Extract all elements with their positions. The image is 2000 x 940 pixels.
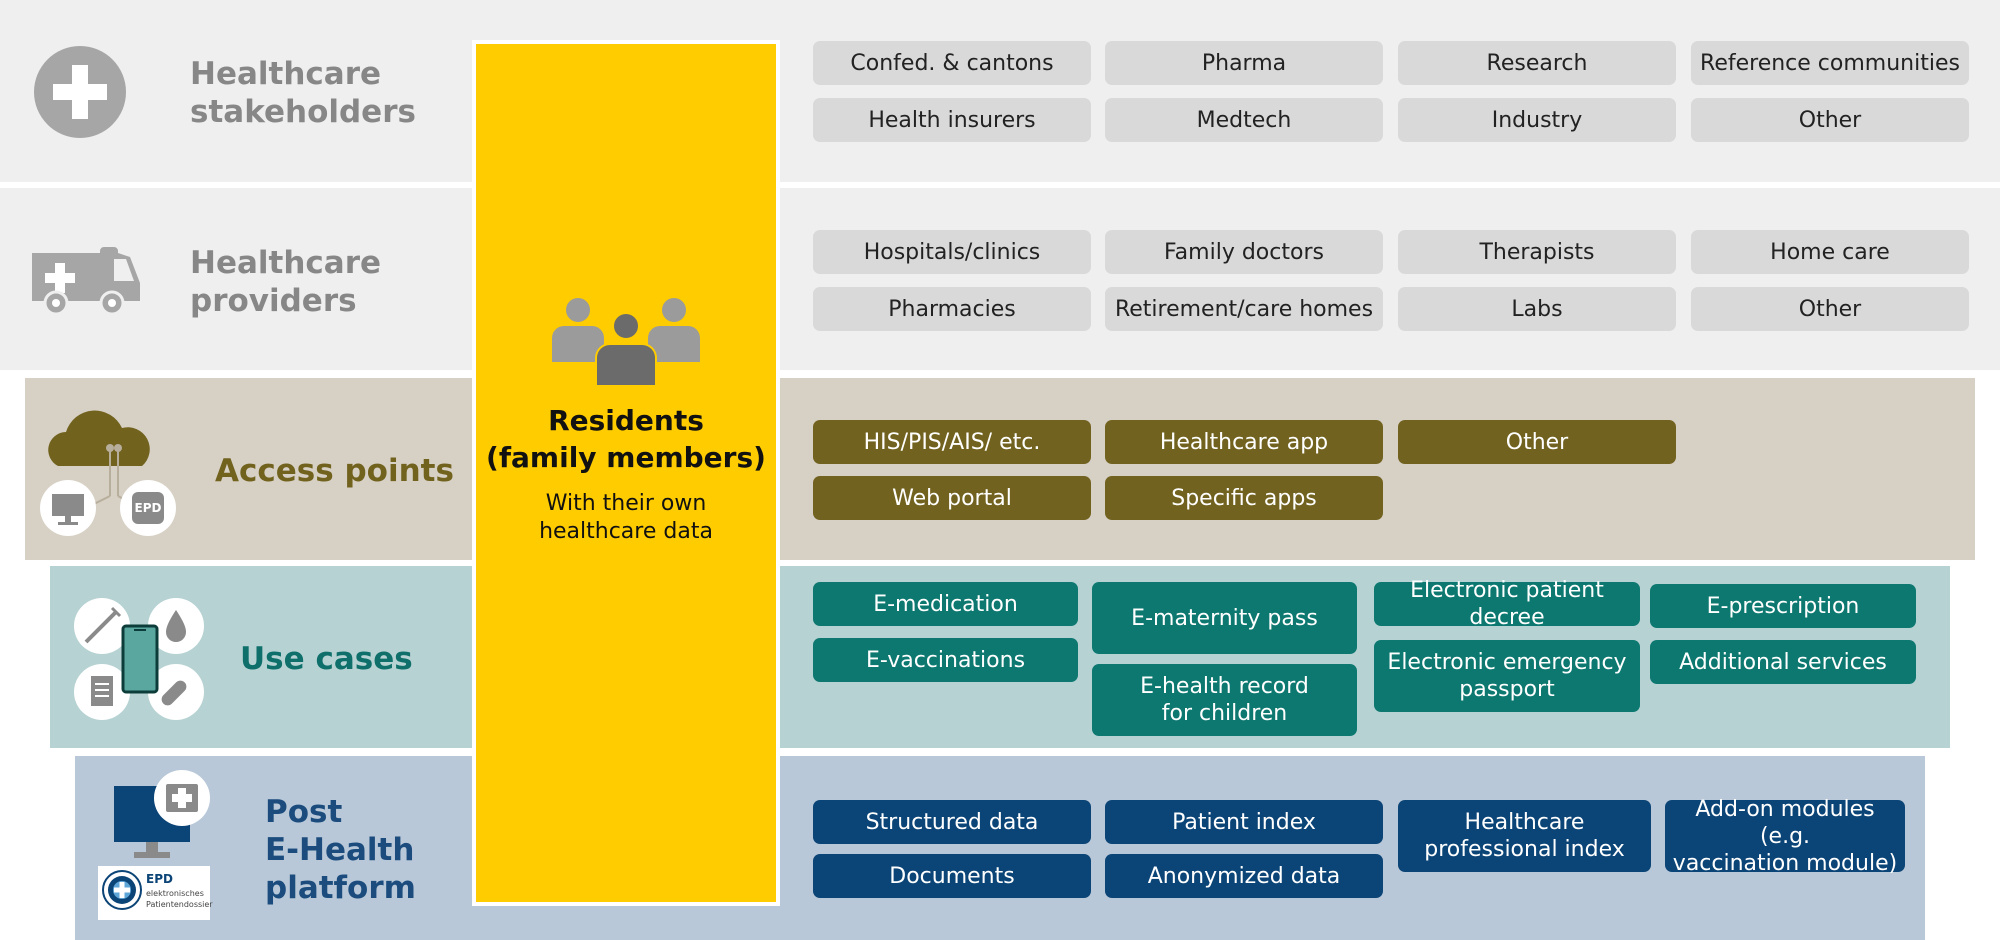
chip-labs: Labs: [1398, 287, 1676, 331]
chip-therapists: Therapists: [1398, 230, 1676, 274]
chip-e-health-record-children: E-health record for children: [1092, 664, 1357, 736]
people-group-icon: [552, 298, 700, 386]
chip-other-stakeholders: Other: [1691, 98, 1969, 142]
chip-e-health-record-line2: for children: [1161, 701, 1288, 726]
chip-addon-line1: Add-on modules (e.g.: [1695, 796, 1875, 849]
chip-healthcare-app: Healthcare app: [1105, 420, 1383, 464]
chip-reference-communities: Reference communities: [1691, 41, 1969, 85]
chip-pharmacies: Pharmacies: [813, 287, 1091, 331]
chip-addon-line2: vaccination module): [1672, 850, 1898, 876]
chip-medtech: Medtech: [1105, 98, 1383, 142]
chip-hospitals-clinics: Hospitals/clinics: [813, 230, 1091, 274]
chip-prof-index-line2: professional index: [1424, 837, 1625, 862]
chip-e-vaccinations: E-vaccinations: [813, 638, 1078, 682]
chip-anonymized-data: Anonymized data: [1105, 854, 1383, 898]
plus-circle-icon: [34, 46, 126, 138]
chip-e-medication: E-medication: [813, 582, 1078, 626]
access-points-band: [25, 378, 1975, 560]
chip-electronic-patient-decree: Electronic patient decree: [1374, 578, 1640, 630]
stakeholders-band: [0, 0, 2000, 182]
chip-e-maternity-pass: E-maternity pass: [1092, 582, 1357, 654]
chip-prof-index-line1: Healthcare: [1464, 810, 1585, 835]
chip-e-prescription: E-prescription: [1650, 584, 1916, 628]
epd-logo-line1: elektronisches: [146, 889, 204, 898]
residents-column: Residents (family members) With their ow…: [472, 40, 780, 906]
chip-research: Research: [1398, 41, 1676, 85]
epd-badge-text: EPD: [134, 501, 162, 515]
chip-patient-index: Patient index: [1105, 800, 1383, 844]
cloud-network-icon: [40, 410, 176, 536]
stakeholders-label: Healthcare stakeholders: [190, 56, 416, 130]
computer-monitor-icon: [114, 770, 210, 858]
chip-additional-services: Additional services: [1650, 640, 1916, 684]
chip-e-health-record-line1: E-health record: [1140, 674, 1309, 699]
chip-pharma: Pharma: [1105, 41, 1383, 85]
chip-documents: Documents: [813, 854, 1091, 898]
epd-logo: EPD elektronisches Patientendossier: [98, 866, 213, 920]
epd-logo-line2: Patientendossier: [146, 900, 213, 909]
medical-devices-icon: [74, 598, 204, 720]
chip-family-doctors: Family doctors: [1105, 230, 1383, 274]
chip-emergency-line2: passport: [1459, 677, 1555, 702]
chip-industry: Industry: [1398, 98, 1676, 142]
platform-label: Post E-Health platform: [265, 794, 416, 906]
chip-electronic-emergency-passport: Electronic emergency passport: [1374, 640, 1640, 712]
residents-subtitle: With their own healthcare data: [539, 491, 713, 544]
providers-band: [0, 188, 2000, 370]
chip-other-providers: Other: [1691, 287, 1969, 331]
chip-emergency-line1: Electronic emergency: [1387, 650, 1627, 675]
chip-health-insurers: Health insurers: [813, 98, 1091, 142]
chip-add-on-modules: Add-on modules (e.g. vaccination module): [1665, 797, 1905, 876]
chip-his-pis-ais: HIS/PIS/AIS/ etc.: [813, 420, 1091, 464]
chip-structured-data: Structured data: [813, 800, 1091, 844]
chip-retirement-care-homes: Retirement/care homes: [1105, 287, 1383, 331]
chip-other-access: Other: [1398, 420, 1676, 464]
providers-label: Healthcare providers: [190, 245, 382, 319]
access-points-label: Access points: [215, 453, 454, 489]
residents-title: Residents (family members): [486, 404, 766, 474]
chip-web-portal: Web portal: [813, 476, 1091, 520]
ambulance-icon: [32, 247, 140, 316]
chip-home-care: Home care: [1691, 230, 1969, 274]
swiss-cross-logo-icon: [102, 870, 142, 910]
epd-logo-title: EPD: [146, 872, 173, 886]
chip-healthcare-professional-index: Healthcare professional index: [1398, 800, 1651, 872]
chip-confed-cantons: Confed. & cantons: [813, 41, 1091, 85]
use-cases-label: Use cases: [240, 641, 413, 677]
chip-specific-apps: Specific apps: [1105, 476, 1383, 520]
